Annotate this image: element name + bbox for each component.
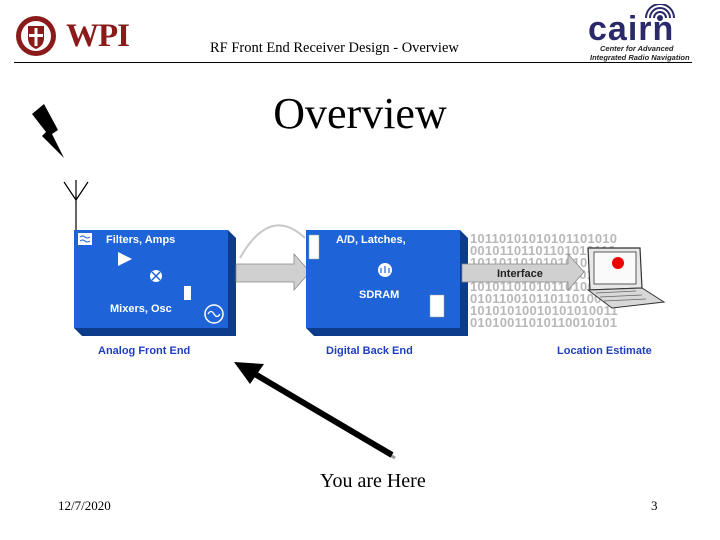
digital-back-end-caption: Digital Back End (326, 345, 413, 357)
slide-title: Overview (273, 89, 447, 138)
header-divider (14, 62, 692, 63)
signal-waves-icon (645, 4, 675, 21)
connector-curve (239, 224, 306, 259)
analog-block-label-2: Mixers, Osc (110, 303, 172, 315)
header-title: RF Front End Receiver Design - Overview (210, 40, 459, 56)
location-estimate-caption: Location Estimate (557, 345, 652, 357)
digital-block-label-1: A/D, Latches, (336, 234, 406, 246)
lightning-bolt-icon (32, 104, 64, 158)
wpi-shield-logo (16, 16, 56, 56)
cairn-logo-subtitle-2: Integrated Radio Navigation (590, 53, 690, 62)
footer-date: 12/7/2020 (58, 498, 111, 513)
digital-block-label-2: SDRAM (359, 289, 400, 301)
analog-block-label-1: Filters, Amps (106, 234, 176, 246)
binary-data-background: 10110101010101101010 0010110110110101011… (470, 231, 618, 330)
analog-front-end-caption: Analog Front End (98, 345, 191, 357)
wpi-logo-text: WPI (66, 18, 130, 54)
you-are-here-label: You are Here (320, 470, 426, 492)
interface-label: Interface (497, 268, 543, 280)
cairn-logo-subtitle-1: Center for Advanced (600, 44, 674, 53)
page-number: 3 (651, 498, 658, 513)
antenna-icon (63, 180, 89, 232)
cairn-logo-word: cairn (588, 10, 675, 48)
you-are-here-arrow (234, 362, 396, 460)
